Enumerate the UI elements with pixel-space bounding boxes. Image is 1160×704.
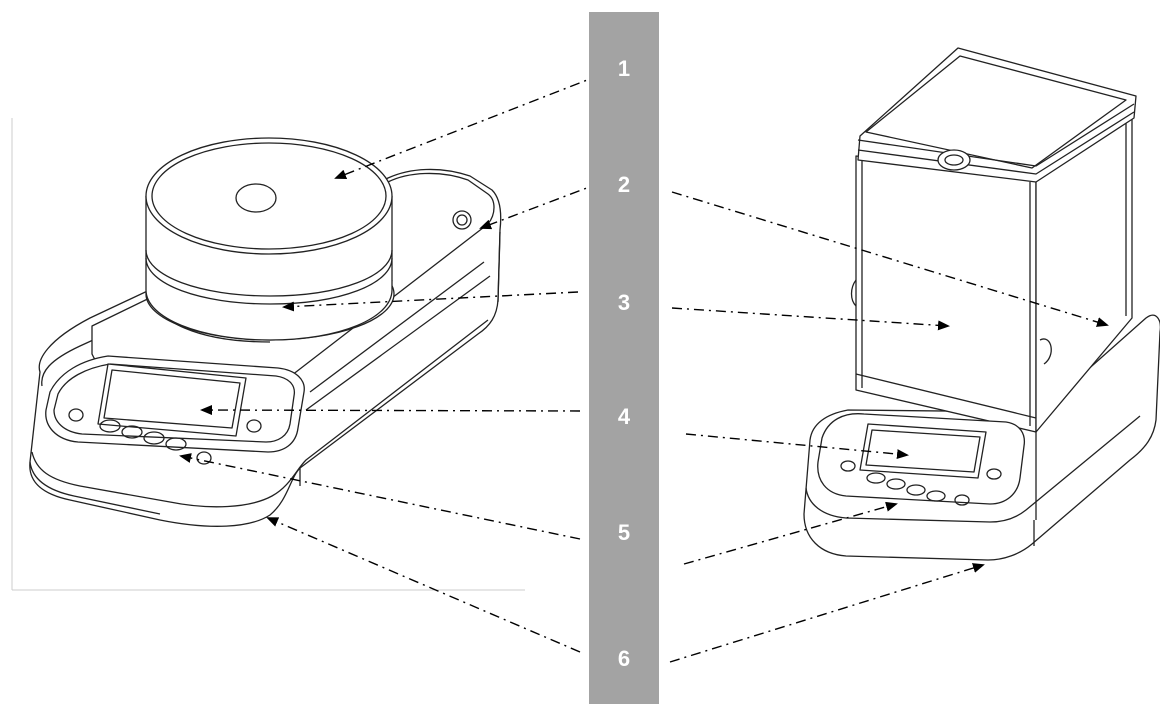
draft-shield [855, 155, 1037, 433]
callout-number-4: 4 [617, 404, 631, 429]
pan-center-hole [235, 183, 277, 213]
leader-lines [179, 74, 1109, 663]
leader-5-right [683, 501, 898, 565]
precision-balance-left [11, 118, 525, 591]
analytical-balance-right [803, 47, 1160, 561]
level-bubble [452, 210, 472, 230]
leader-3-right [671, 307, 950, 331]
button-right [246, 419, 262, 433]
leader-6-left [266, 517, 581, 653]
callout-number-3: 3 [617, 290, 631, 315]
leader-1-left [334, 74, 601, 180]
leader-3-left [282, 291, 579, 312]
callout-number-5: 5 [617, 520, 631, 545]
button-left [68, 408, 84, 422]
leader-5-left [179, 453, 581, 540]
callout-number-1: 1 [617, 56, 631, 81]
leader-4-right [685, 433, 909, 460]
leader-6-right [669, 563, 985, 663]
display-window [97, 363, 247, 437]
callout-number-6: 6 [617, 646, 631, 671]
callout-number-2: 2 [617, 172, 631, 197]
leader-4-left [200, 405, 581, 416]
callout-bar [589, 12, 659, 704]
leader-2-right [671, 191, 1109, 327]
